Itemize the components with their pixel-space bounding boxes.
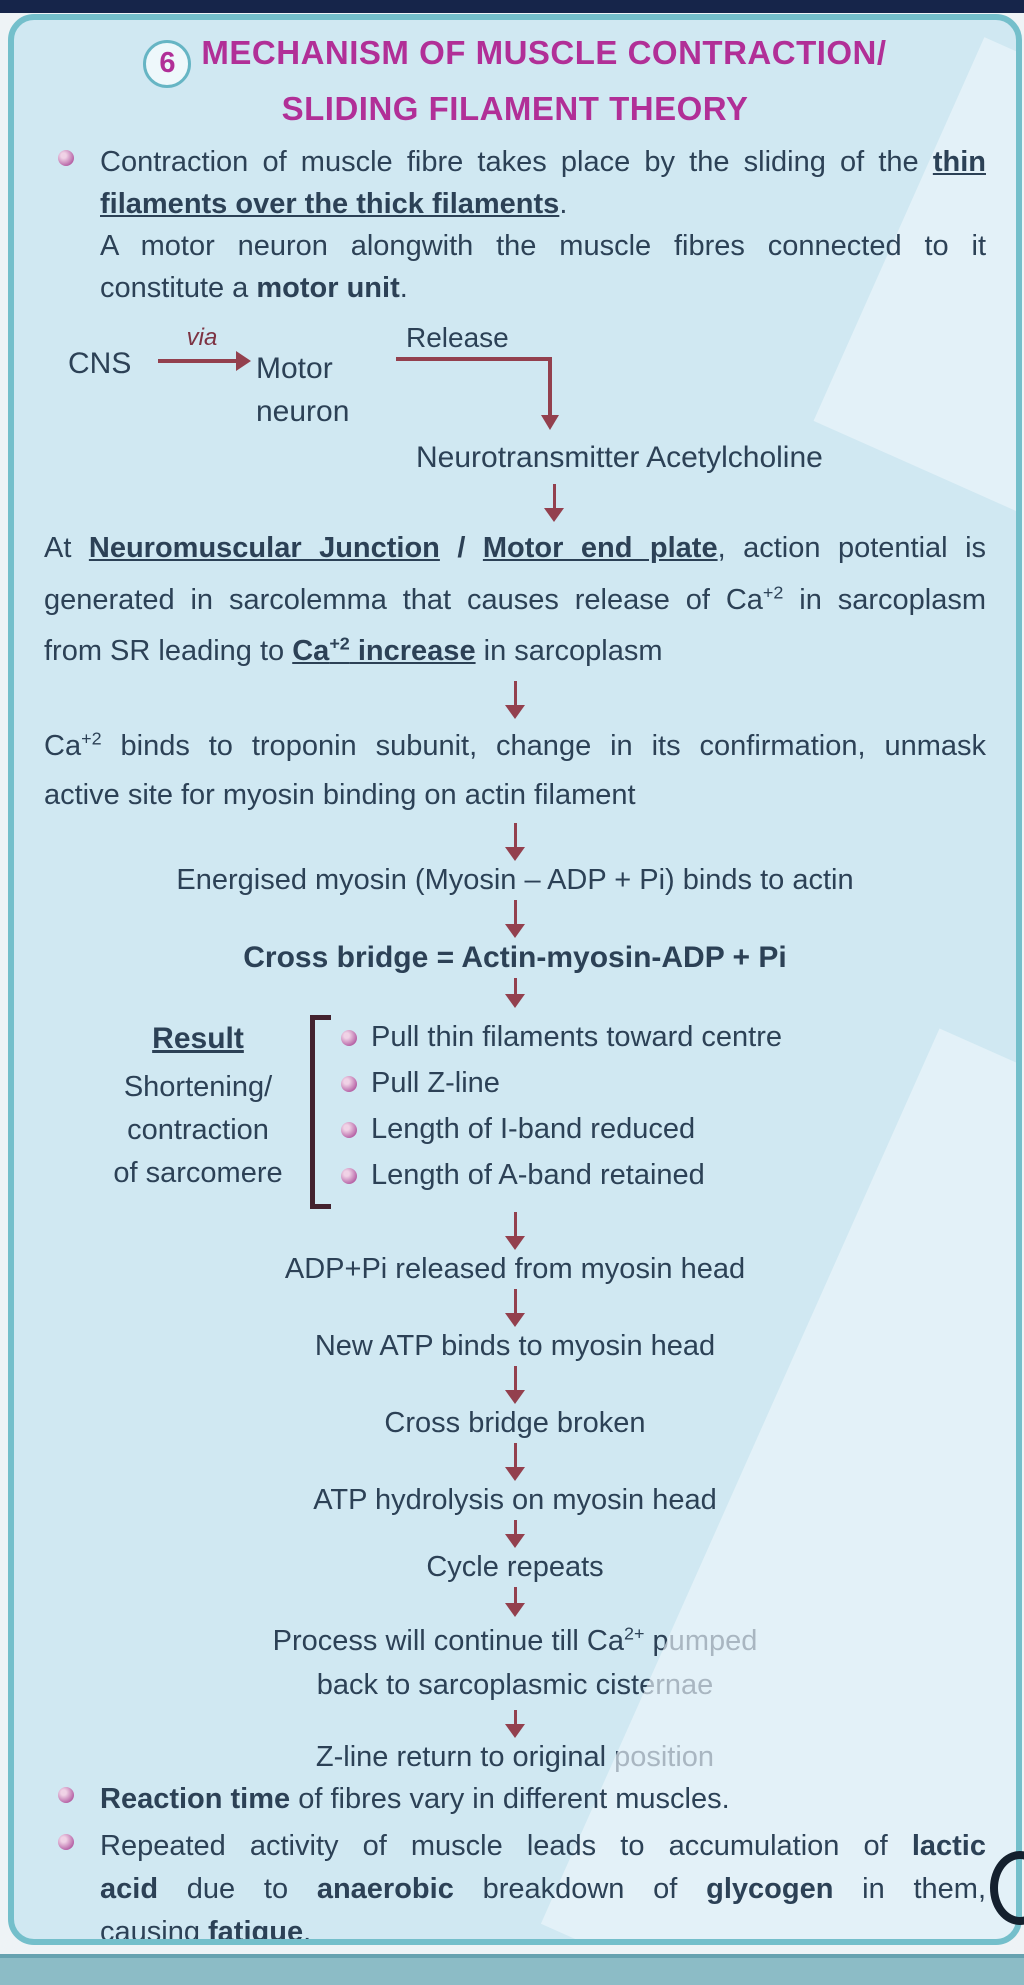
page-curl-mark — [990, 1851, 1024, 1925]
down-arrow-icon — [502, 900, 528, 939]
right-arrow-icon — [158, 350, 251, 371]
result-list: Pull thin filaments toward centre Pull Z… — [341, 1011, 782, 1198]
bullet-icon — [58, 149, 74, 166]
neurotransmitter-label: Neurotransmitter Acetylcholine — [416, 440, 823, 474]
down-arrow-icon — [502, 1366, 528, 1405]
bottom-teal-strip — [0, 1954, 1024, 1985]
cns-label: CNS — [68, 346, 132, 380]
down-arrow-icon — [502, 978, 528, 1009]
down-arrow-icon — [502, 1212, 528, 1251]
bullet-icon — [341, 1121, 357, 1138]
ca-binds-paragraph: Ca+2 binds to troponin subunit, change i… — [44, 728, 986, 812]
bullet-icon — [341, 1030, 357, 1047]
bullet-icon — [58, 1787, 74, 1804]
intro-line-1: Contraction of muscle fibre takes place … — [100, 145, 986, 178]
step-zline-return: Z-line return to original position — [315, 1741, 715, 1774]
down-arrow-icon — [502, 1587, 528, 1618]
bullet-line-3: causing fatigue. — [100, 1916, 312, 1945]
list-item: Length of A-band retained — [341, 1153, 782, 1199]
intro-line-4: constitute a motor unit. — [100, 271, 408, 304]
list-item: Pull Z-line — [341, 1061, 782, 1107]
result-label: Result — [152, 1022, 244, 1056]
list-item: Length of I-band reduced — [341, 1107, 782, 1153]
via-label: via — [186, 323, 218, 351]
intro-line-2: filaments over the thick filaments. — [100, 187, 568, 220]
title-line-1: MECHANISM OF MUSCLE CONTRACTION/ — [201, 34, 887, 71]
list-item: Pull thin filaments toward centre — [341, 1015, 782, 1061]
result-bracket — [310, 1015, 331, 1210]
step-adp-released: ADP+Pi released from myosin head — [284, 1253, 746, 1286]
bullet-line-2: acid due to anaerobic breakdown of glyco… — [100, 1873, 986, 1906]
result-block: Result Shortening/ contraction of sarcom… — [92, 1011, 986, 1210]
step-energised-myosin: Energised myosin (Myosin – ADP + Pi) bin… — [176, 864, 854, 897]
step-cycle-repeats: Cycle repeats — [426, 1551, 604, 1584]
release-connector: Release — [396, 321, 559, 430]
step-cross-bridge: Cross bridge = Actin-myosin-ADP + Pi — [243, 941, 787, 975]
down-arrow-icon — [502, 823, 528, 862]
step-cross-bridge-broken: Cross bridge broken — [384, 1407, 646, 1440]
bullet-icon — [341, 1076, 357, 1093]
lactic-acid-bullet: Repeated activity of muscle leads to acc… — [44, 1825, 986, 1945]
title-line-2: SLIDING FILAMENT THEORY — [281, 89, 749, 127]
down-arrow-icon — [502, 680, 528, 719]
down-arrow-icon — [541, 483, 567, 522]
intro-bullet: Contraction of muscle fibre takes place … — [44, 141, 986, 309]
down-arrow-icon — [502, 1443, 528, 1482]
down-arrow-icon — [502, 1289, 528, 1328]
elbow-arrow-icon — [396, 356, 559, 430]
section-number-badge: 6 — [143, 39, 192, 88]
reaction-time-bullet: Reaction time of fibres vary in differen… — [44, 1778, 986, 1821]
junction-paragraph: At Neuromuscular Junction / Motor end pl… — [44, 531, 987, 668]
bullet-line-1: Repeated activity of muscle leads to acc… — [100, 1830, 986, 1863]
result-label-column: Result Shortening/ contraction of sarcom… — [92, 1011, 304, 1194]
step-atp-hydrolysis: ATP hydrolysis on myosin head — [313, 1484, 717, 1517]
down-arrow-icon — [502, 1710, 528, 1739]
step-process-continue: Process will continue till Ca2+ pumped b… — [272, 1623, 758, 1701]
bullet-icon — [341, 1167, 357, 1184]
top-navy-strip — [0, 0, 1024, 13]
bullet-icon — [58, 1834, 74, 1851]
release-label: Release — [406, 321, 509, 353]
down-arrow-icon — [502, 1520, 528, 1549]
step-new-atp: New ATP binds to myosin head — [314, 1330, 716, 1363]
intro-line-3: A motor neuron alongwith the muscle fibr… — [100, 229, 986, 262]
via-arrow-icon: via — [156, 319, 251, 371]
